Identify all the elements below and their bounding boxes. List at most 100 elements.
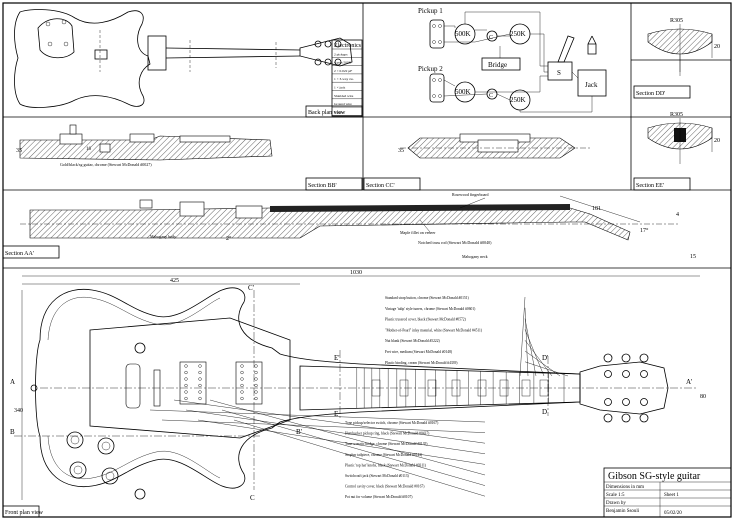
callout-leader	[149, 409, 486, 423]
tuner-peg	[604, 398, 612, 406]
pickup-1-label: Pickup 1	[418, 7, 443, 15]
aa-note-fingerboard: Rosewood fingerboard	[452, 192, 489, 197]
callout-text: Switchcraft jack (Stewart McDonald #0113…	[345, 474, 410, 478]
knob-volume-1	[66, 431, 84, 449]
pole-piece	[254, 370, 258, 375]
back-body-outline	[14, 9, 151, 108]
pole-piece	[184, 383, 188, 388]
callout-leader	[221, 409, 486, 486]
pole-piece	[198, 377, 202, 381]
pot-3-label: 500K	[455, 88, 471, 96]
marker-e-prime: E'	[334, 354, 340, 362]
tuner-peg	[622, 398, 630, 406]
tuner-peg	[640, 398, 648, 406]
aa-note-trussrod: Notched truss rod (Stewart McDonald #004…	[418, 240, 492, 245]
aa-dim-4: 4	[676, 212, 679, 218]
title-row-0: Dimensions in mm	[606, 485, 644, 490]
overall-length-dim: 1030	[350, 270, 362, 276]
callout-text: Tune-o-matic bridge, chrome (Stewart McD…	[345, 442, 428, 447]
bridge-box	[481, 57, 521, 71]
pole-piece	[184, 390, 188, 394]
pickup-1	[429, 19, 445, 49]
pole-piece	[240, 364, 244, 368]
callout-leader	[519, 296, 526, 377]
pole-piece	[198, 383, 202, 388]
electronics-title: Electronics	[334, 43, 362, 49]
front-plan-label: Front plan view	[5, 510, 44, 516]
title-row-2: Drawn by	[606, 501, 626, 506]
pot-4-label: 250K	[510, 96, 526, 104]
tuner-button	[603, 353, 613, 363]
section-cc-view: 35 Section CC'	[363, 133, 590, 191]
body-length-dim: 425	[170, 278, 179, 284]
switch-label: S	[557, 69, 561, 77]
wiring-diagram: Pickup 1 Pickup 2 500K 250K 500K 250K C …	[418, 7, 607, 113]
pot-2-label: 250K	[510, 30, 526, 38]
callout-leader	[209, 399, 486, 476]
cc-dim-35: 35	[398, 148, 404, 154]
marker-e: E	[334, 410, 338, 418]
electronics-row: 1 × jack	[334, 86, 346, 90]
electronics-row: 2 pickups	[334, 52, 348, 56]
selector-switch	[134, 342, 146, 354]
pole-piece	[184, 377, 188, 381]
marker-c: C'	[248, 284, 254, 292]
title-row-1: Scale 1:5	[606, 493, 625, 498]
pole-piece	[240, 390, 244, 394]
callout-text: Plastic binding, cream (Stewart McDonald…	[385, 361, 458, 366]
aa-dim-181: 181	[592, 206, 601, 212]
section-cc-label: Section CC'	[366, 183, 395, 189]
pole-piece	[198, 396, 202, 401]
neck-joint	[147, 35, 167, 71]
jack-plug	[587, 35, 597, 55]
headstock-width-dim: 80	[700, 394, 706, 400]
callout-leader	[173, 399, 486, 444]
tuner-peg	[604, 370, 612, 378]
ee-radius: R305	[670, 112, 683, 118]
cap-1-label: C	[489, 35, 493, 41]
callout-text: Pot nut for volume (Stewart McDonald #01…	[345, 495, 413, 499]
callout-leader	[524, 340, 553, 377]
pole-piece	[240, 396, 244, 401]
back-headstock	[299, 37, 353, 67]
section-bb-label: Section BB'	[308, 183, 337, 189]
callout-text: Vintage 'tulip' style tuners, chrome (St…	[385, 307, 476, 312]
cap-2-label: C	[489, 93, 493, 99]
pole-piece	[198, 364, 202, 368]
section-dd-view: R305 20 Section DD'	[633, 18, 720, 99]
callout-leader	[524, 361, 569, 377]
pickguard	[89, 317, 291, 439]
fingerboard	[270, 204, 570, 212]
aa-note-body: Mahogany body	[150, 234, 176, 239]
callout-text: Fret wire, medium (Stewart McDonald #014…	[385, 350, 453, 355]
pole-piece	[198, 390, 202, 394]
pole-piece	[254, 383, 258, 388]
stopbar-tailpiece	[125, 363, 141, 409]
marker-a-prime: A'	[686, 378, 692, 386]
pole-piece	[254, 390, 258, 394]
ee-depth: 20	[714, 138, 720, 144]
pole-piece	[254, 377, 258, 381]
pole-piece	[198, 370, 202, 375]
callout-leader	[185, 409, 486, 454]
switch-cavity	[94, 49, 108, 60]
pickup-2-label: Pickup 2	[418, 65, 443, 73]
marker-c-bottom: C	[250, 494, 255, 502]
marker-d-prime: D'	[542, 354, 548, 362]
pole-piece	[240, 383, 244, 388]
pole-piece	[184, 370, 188, 375]
aa-dim-2deg: 2°	[226, 235, 232, 242]
electronics-row: 1 × 3-way sw.	[334, 77, 354, 81]
bridge-label: Bridge	[488, 61, 507, 69]
callout-text: Nut blank (Stewart McDonald #5222)	[385, 339, 440, 343]
aa-dim-15: 15	[690, 254, 696, 260]
title-author: Benjamin Ssouli	[606, 509, 640, 514]
tuner-button	[639, 413, 649, 423]
callout-text: Tone pickup/selector switch, chrome (Ste…	[345, 421, 439, 426]
tuner-peg	[622, 370, 630, 378]
section-bb-note: Gold/black/sg guitar, chrome (Stewart Mc…	[60, 162, 152, 168]
strap-button	[30, 384, 38, 392]
section-ee-view: R305 20 Section EE'	[633, 112, 720, 191]
